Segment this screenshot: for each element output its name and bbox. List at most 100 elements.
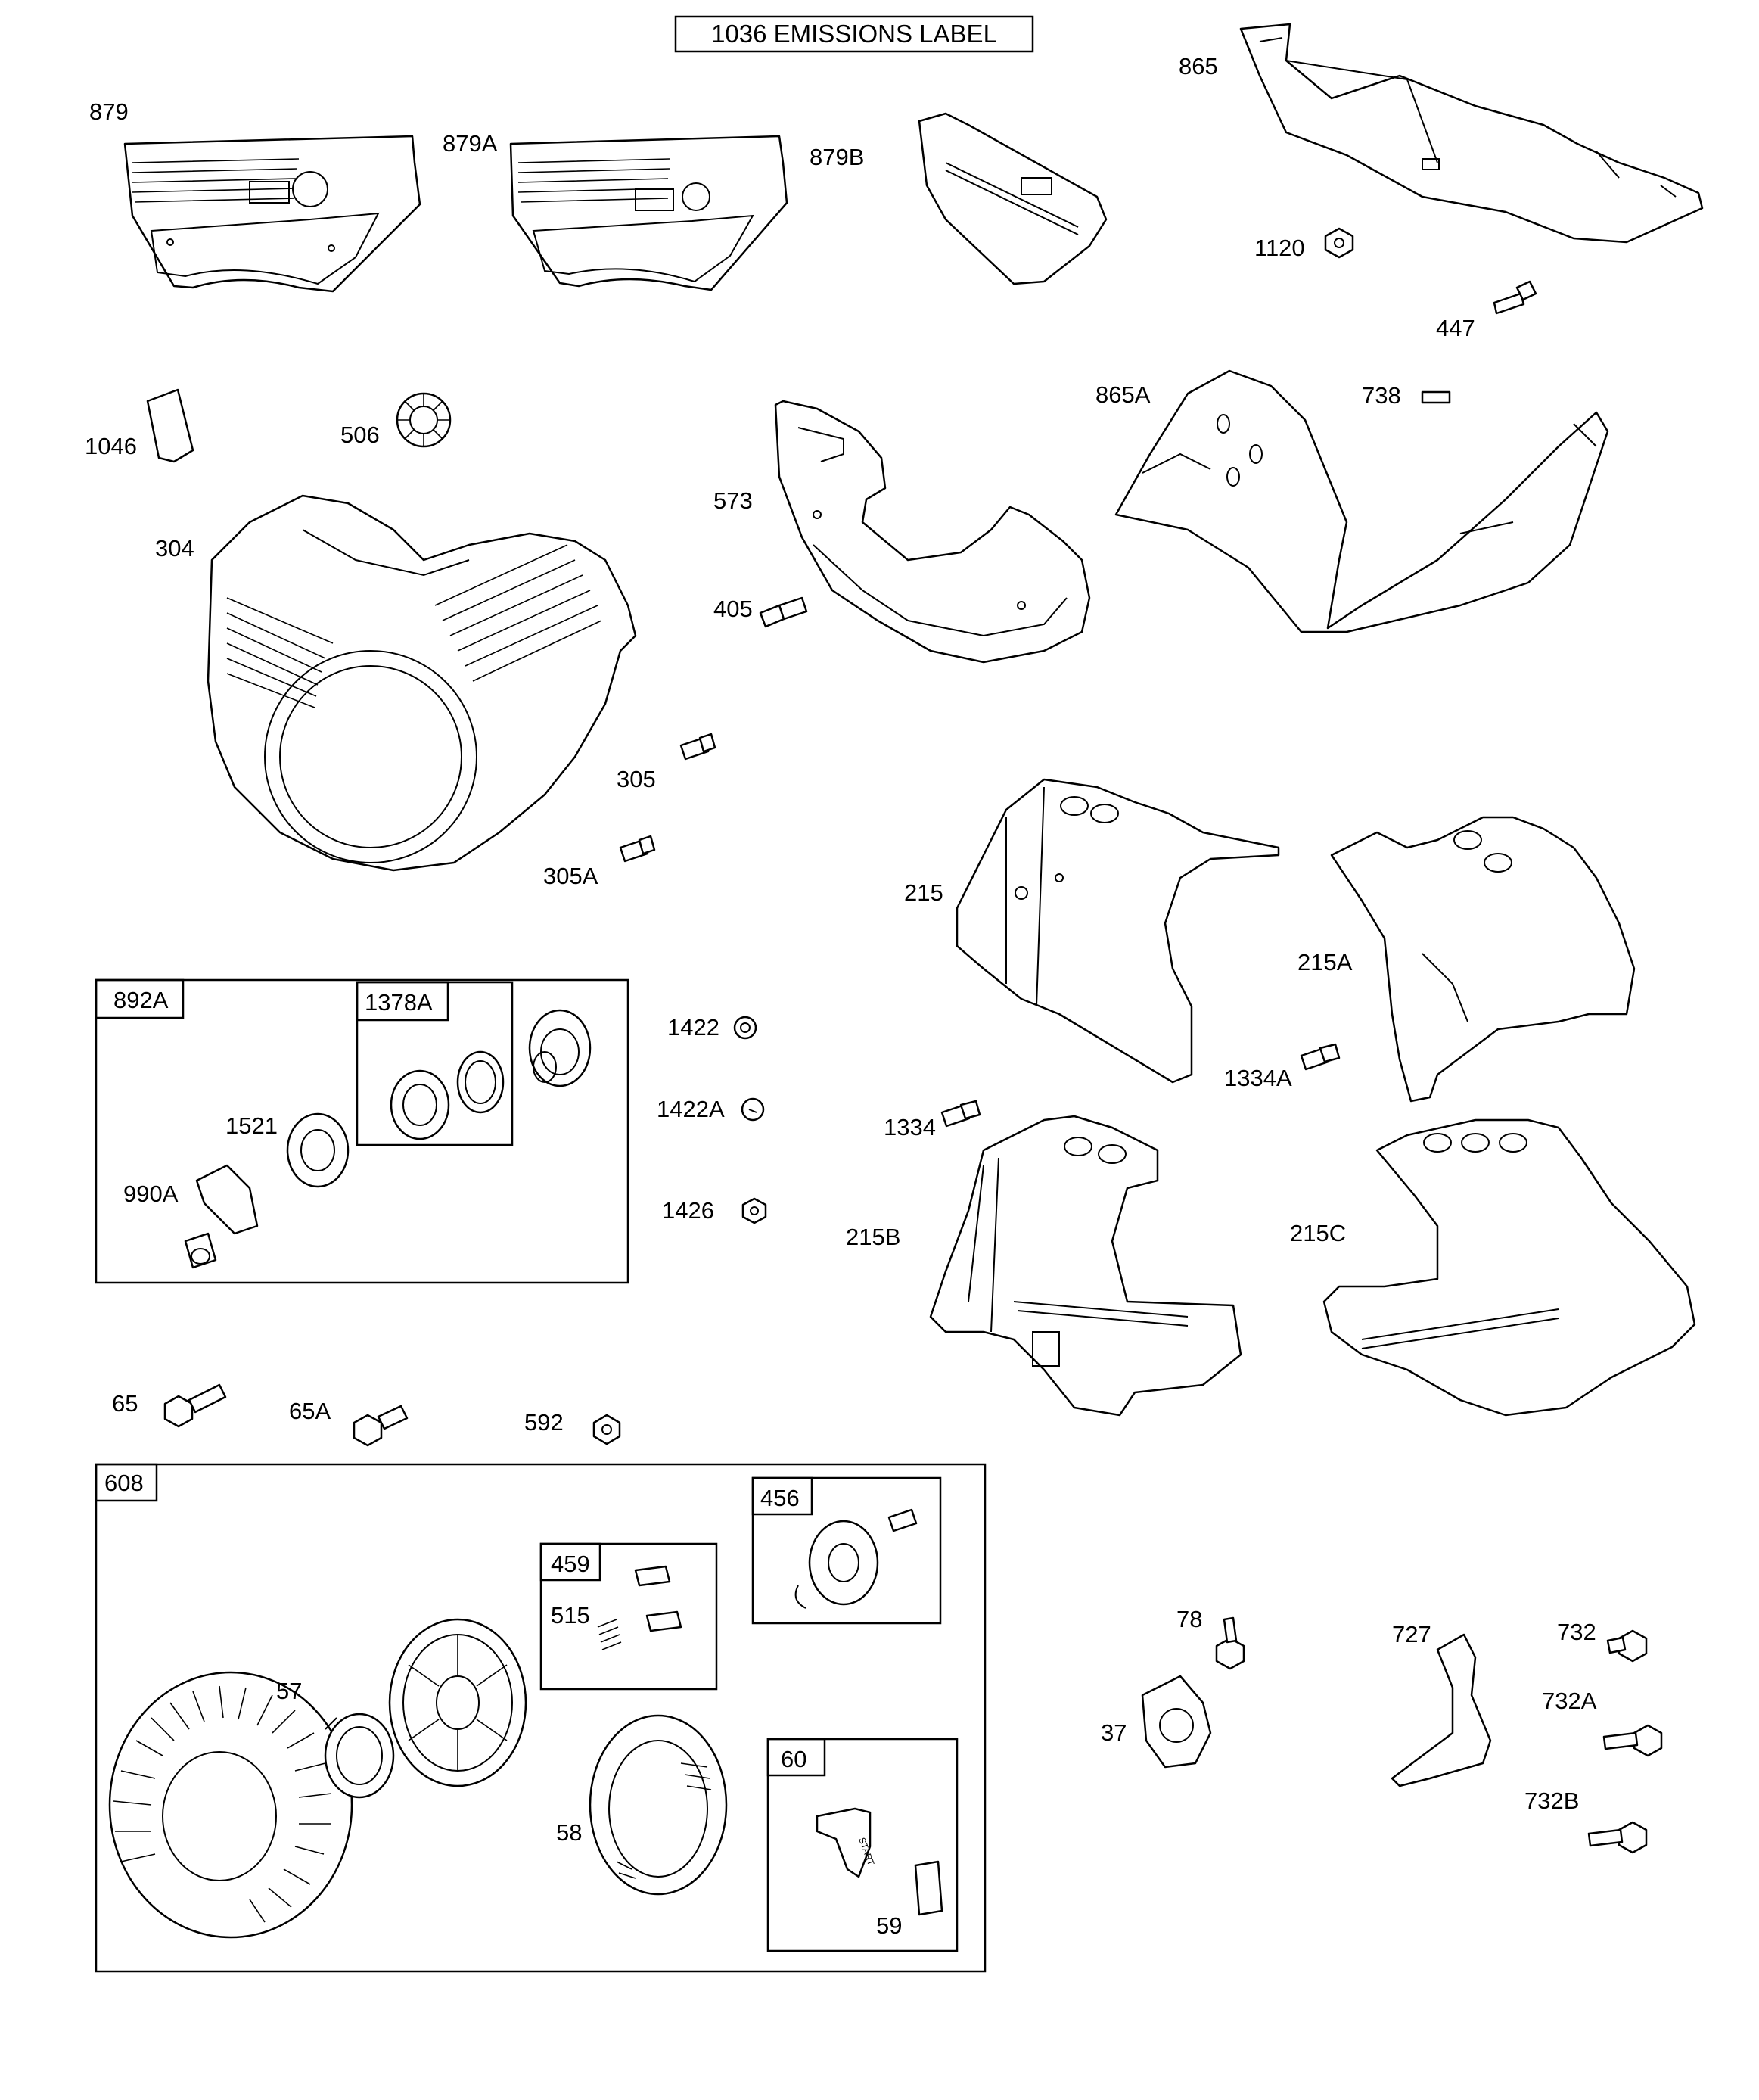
box-608-tag bbox=[95, 1463, 158, 1502]
label-727: 727 bbox=[1392, 1621, 1431, 1647]
label-879: 879 bbox=[89, 98, 129, 125]
label-37: 37 bbox=[1101, 1719, 1127, 1746]
label-592: 592 bbox=[524, 1409, 564, 1436]
label-447: 447 bbox=[1436, 315, 1475, 341]
label-506: 506 bbox=[340, 422, 380, 448]
part-65-bolt bbox=[163, 1383, 227, 1428]
part-1378A-ring bbox=[456, 1050, 505, 1114]
part-892A-bearing-cup bbox=[528, 1009, 592, 1087]
box-459 bbox=[539, 1542, 718, 1691]
box-892A bbox=[95, 978, 629, 1284]
box-60-tag bbox=[766, 1738, 826, 1777]
label-892A: 892A bbox=[113, 987, 169, 1013]
label-879A: 879A bbox=[443, 130, 498, 157]
label-865A: 865A bbox=[1095, 381, 1151, 408]
part-57-spring bbox=[324, 1713, 395, 1799]
label-1521: 1521 bbox=[225, 1112, 278, 1139]
part-459-pawls bbox=[597, 1565, 682, 1650]
label-608: 608 bbox=[104, 1470, 144, 1496]
label-1334A: 1334A bbox=[1224, 1065, 1292, 1091]
part-58-rope-ring bbox=[589, 1714, 728, 1896]
box-60 bbox=[766, 1738, 959, 1952]
label-65: 65 bbox=[112, 1390, 138, 1417]
part-37-bracket bbox=[1141, 1675, 1212, 1769]
label-215B: 215B bbox=[846, 1224, 900, 1250]
part-865-shroud bbox=[1239, 23, 1704, 244]
box-1378A-tag bbox=[356, 981, 449, 1022]
part-1426-nut bbox=[741, 1197, 767, 1224]
part-304-blower-housing bbox=[207, 494, 637, 872]
part-865A-shroud bbox=[1114, 369, 1609, 633]
label-515: 515 bbox=[551, 1602, 590, 1629]
part-pulley bbox=[388, 1618, 527, 1787]
part-732-bolt bbox=[1606, 1629, 1648, 1663]
label-732B: 732B bbox=[1524, 1787, 1579, 1814]
part-447-screw bbox=[1493, 280, 1537, 315]
label-58: 58 bbox=[556, 1819, 582, 1846]
label-732A: 732A bbox=[1542, 1688, 1597, 1714]
part-78-screw bbox=[1215, 1616, 1245, 1670]
label-59: 59 bbox=[876, 1912, 902, 1939]
part-59-insert bbox=[914, 1860, 943, 1916]
label-1426: 1426 bbox=[662, 1197, 714, 1224]
part-305A-screw bbox=[619, 835, 656, 863]
label-60: 60 bbox=[781, 1746, 806, 1772]
box-456 bbox=[751, 1476, 942, 1625]
label-1120: 1120 bbox=[1254, 235, 1305, 261]
part-1046 bbox=[146, 388, 194, 463]
part-1378A-seal bbox=[390, 1069, 450, 1140]
part-879-cover bbox=[123, 135, 421, 293]
part-60-handle: START bbox=[816, 1807, 877, 1878]
label-304: 304 bbox=[155, 535, 194, 562]
part-1422A-washer bbox=[741, 1097, 765, 1122]
box-456-tag bbox=[751, 1476, 813, 1516]
part-215B-shroud bbox=[929, 1115, 1242, 1417]
label-57: 57 bbox=[276, 1678, 302, 1704]
part-879A-cover bbox=[509, 135, 788, 291]
part-1422-lockwasher bbox=[733, 1016, 757, 1040]
label-732: 732 bbox=[1557, 1619, 1596, 1645]
emissions-label-box bbox=[674, 15, 1034, 53]
part-592-nut bbox=[592, 1414, 621, 1445]
part-215A-shroud bbox=[1330, 816, 1636, 1103]
part-608-rewind-housing bbox=[108, 1671, 353, 1939]
box-892A-tag bbox=[95, 978, 185, 1019]
box-459-tag bbox=[539, 1542, 601, 1582]
part-732B-bolt bbox=[1587, 1821, 1648, 1854]
label-215C: 215C bbox=[1290, 1220, 1346, 1246]
label-1378A: 1378A bbox=[365, 989, 433, 1016]
callout-labels: 879 879A 879B 865 1120 447 738 865A 1046… bbox=[85, 53, 1597, 1939]
part-456-ratchet-plate bbox=[794, 1508, 918, 1609]
part-573-baffle bbox=[774, 400, 1091, 664]
label-215A: 215A bbox=[1297, 949, 1353, 975]
emissions-label-text: 1036 EMISSIONS LABEL bbox=[711, 20, 997, 48]
part-1334-screw bbox=[940, 1100, 981, 1128]
part-405-screw bbox=[759, 596, 808, 628]
part-738-clip bbox=[1421, 390, 1451, 404]
part-215-shroud bbox=[956, 778, 1280, 1084]
part-1120-nut bbox=[1324, 227, 1354, 259]
label-738: 738 bbox=[1362, 382, 1401, 409]
part-727-bracket bbox=[1391, 1633, 1492, 1787]
part-1521-bearing bbox=[286, 1112, 350, 1188]
label-1422A: 1422A bbox=[657, 1096, 725, 1122]
part-879B-cover bbox=[918, 112, 1108, 285]
label-865: 865 bbox=[1179, 53, 1218, 79]
part-305-screw bbox=[679, 733, 716, 761]
label-879B: 879B bbox=[810, 144, 864, 170]
box-608 bbox=[95, 1463, 987, 1973]
part-506-lockwasher bbox=[396, 392, 452, 448]
part-1334A-screw bbox=[1300, 1043, 1341, 1071]
label-1334: 1334 bbox=[884, 1114, 936, 1140]
label-456: 456 bbox=[760, 1485, 800, 1511]
part-990A-key-lever bbox=[184, 1164, 259, 1269]
label-305: 305 bbox=[617, 766, 656, 792]
label-78: 78 bbox=[1176, 1606, 1202, 1632]
label-990A: 990A bbox=[123, 1181, 179, 1207]
label-1046: 1046 bbox=[85, 433, 137, 459]
part-215C-shroud bbox=[1322, 1118, 1696, 1417]
label-215: 215 bbox=[904, 879, 943, 906]
label-1422: 1422 bbox=[667, 1014, 719, 1041]
part-732A-bolt bbox=[1602, 1724, 1663, 1757]
label-65A: 65A bbox=[289, 1398, 331, 1424]
